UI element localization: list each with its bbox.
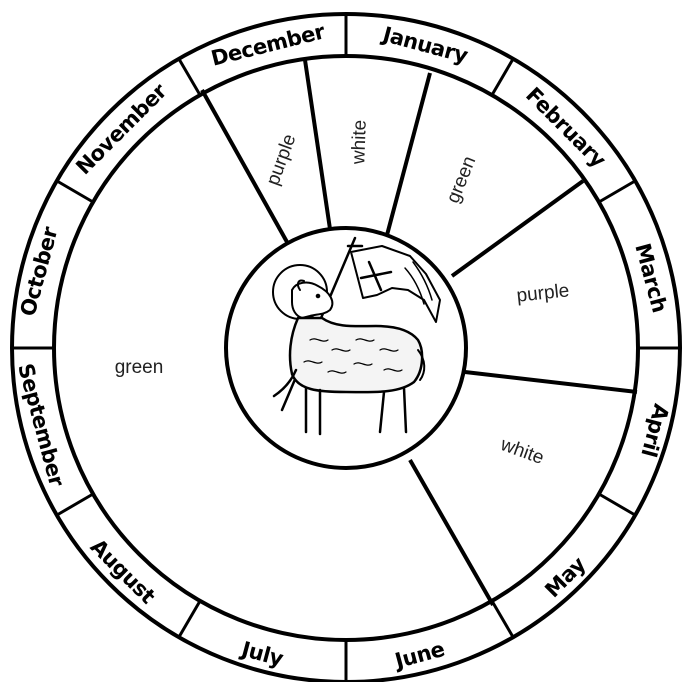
month-divider [599, 494, 635, 515]
season-labels: purple white green purple white green [115, 119, 571, 469]
season-divider [465, 372, 637, 392]
month-divider [57, 181, 93, 202]
season-divider [452, 181, 583, 276]
season-label-advent: purple [263, 131, 301, 188]
month-label-december: December [209, 19, 328, 71]
season-label-ordinary: green [115, 357, 164, 378]
season-divider [305, 60, 330, 229]
season-divider [410, 460, 493, 605]
month-label-april: April [636, 401, 673, 459]
month-divider [57, 494, 93, 515]
season-divider [387, 73, 430, 235]
season-label-lent: purple [516, 280, 571, 306]
month-divider [492, 601, 513, 637]
month-divider [179, 59, 200, 95]
month-divider [599, 181, 635, 202]
season-label-epiphany: green [443, 153, 481, 206]
lamb-of-god-icon [273, 238, 440, 434]
month-divider [179, 601, 200, 637]
month-divider [492, 59, 513, 95]
season-label-christmas: white [348, 119, 371, 165]
season-label-easter: white [497, 434, 547, 469]
